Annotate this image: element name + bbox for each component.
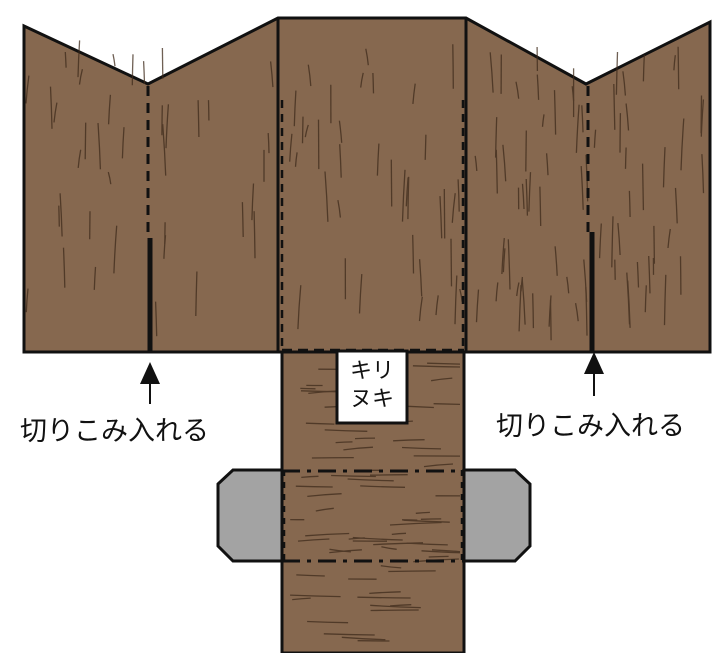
wood-grain-texture: [25, 40, 705, 642]
cut-instruction-left: 切りこみ入れる: [20, 416, 209, 447]
arrow-up-icon-left: [140, 362, 160, 404]
arrow-up-icon-right: [584, 352, 604, 396]
cutout-label: キリ ヌキ: [337, 351, 407, 423]
right-gray-tab: [462, 468, 532, 563]
top-wood-panel: [22, 16, 712, 354]
cut-instruction-right: 切りこみ入れる: [496, 411, 685, 442]
cutout-window: [335, 349, 409, 425]
cutout-label-line2: ヌキ: [349, 387, 394, 412]
cutout-label-line1: キリ: [349, 359, 394, 384]
left-gray-tab: [216, 468, 284, 563]
